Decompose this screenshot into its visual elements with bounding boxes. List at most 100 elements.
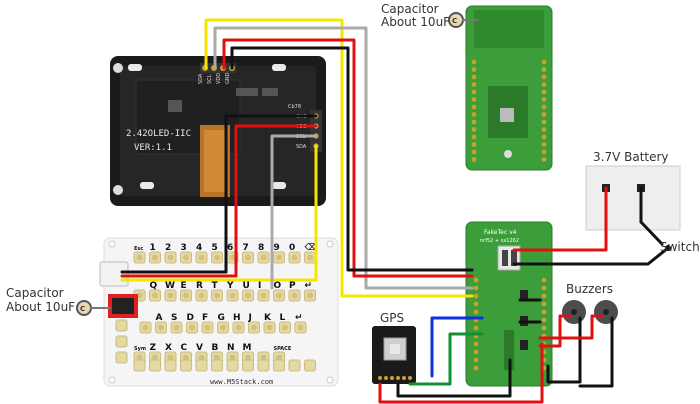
- pin: [473, 325, 479, 331]
- keyboard-key-label: R: [196, 281, 203, 291]
- switch-label: Switch: [660, 240, 700, 254]
- pin: [473, 293, 479, 299]
- keyboard-key-button: [266, 324, 273, 331]
- keyboard-key-label: I: [258, 281, 261, 291]
- keyboard-key-cap: [211, 359, 223, 372]
- pin: [473, 341, 479, 347]
- wire-yellow-sda-top: [204, 18, 474, 298]
- pin: [471, 67, 477, 72]
- keyboard-key: ↵: [294, 313, 307, 334]
- keyboard-key-cap: [304, 359, 316, 372]
- keyboard-key-cap: [149, 359, 161, 372]
- pin: [541, 112, 547, 117]
- keyboard-key-label: ⌫: [304, 243, 318, 253]
- pin: [473, 301, 479, 307]
- pin: [473, 357, 479, 363]
- keyboard-key-label: ↵: [305, 281, 313, 291]
- keyboard-key-button: [167, 354, 174, 361]
- keyboard-key-cap: [226, 359, 239, 372]
- keyboard-key-button: [260, 254, 267, 261]
- wire-black-gnd-top: [230, 46, 474, 272]
- pin: [541, 59, 547, 65]
- keyboard-key-button: [183, 254, 189, 261]
- keyboard-key-label: B: [212, 343, 219, 353]
- oled-top-pin-vdd: VDD: [216, 73, 222, 84]
- oled-side-pin-sda: SDA: [296, 144, 307, 150]
- keyboard-key: 7: [242, 243, 254, 264]
- battery-label: 3.7V Battery: [593, 150, 669, 164]
- wire-gray-scl-keyboard: [270, 134, 318, 290]
- pin: [541, 149, 547, 155]
- keyboard-key-button: [183, 292, 189, 299]
- buzzer-1: [562, 300, 586, 324]
- keyboard-key-button: [214, 254, 220, 261]
- keyboard-key-button: [167, 292, 174, 299]
- capacitor-top-label-line1: Capacitor: [381, 2, 439, 16]
- keyboard-key-button: [291, 254, 298, 261]
- wire-gps-black: [396, 358, 512, 398]
- keyboard-key-label: U: [243, 281, 250, 291]
- keyboard-key-button: [136, 254, 143, 261]
- keyboard-key-button: [307, 292, 313, 299]
- keyboard-key-label: 5: [212, 243, 218, 253]
- pin: [471, 97, 477, 102]
- keyboard-key-cap: [180, 359, 192, 372]
- keyboard-key-button: [214, 292, 220, 299]
- keyboard-key: ↵: [304, 281, 316, 302]
- pin: [541, 325, 547, 331]
- keyboard-key-label: S: [171, 313, 177, 323]
- keyboard-key-label: 8: [258, 243, 264, 253]
- keyboard-side-button: [115, 319, 128, 332]
- wire-gps-green: [408, 332, 484, 386]
- wire-yellow-sda-keyboard: [120, 144, 318, 282]
- wires: [90, 18, 670, 404]
- keyboard-key-label: Sym: [134, 346, 146, 352]
- wire-black-gnd-keyboard: [120, 114, 318, 274]
- wire-gps-blue: [430, 316, 484, 378]
- wire-switch-lever: [639, 220, 664, 246]
- pin: [541, 97, 547, 102]
- keyboard-url: www.M5Stack.com: [210, 378, 273, 386]
- pin: [541, 119, 547, 125]
- oled-name: 2.42OLED-IIC: [126, 129, 191, 139]
- keyboard-key-button: [167, 254, 174, 261]
- keyboard-key-label: D: [187, 313, 194, 323]
- wire-battery-positive: [512, 186, 608, 252]
- keyboard-key-button: [198, 254, 205, 261]
- keyboard-key-label: N: [227, 343, 235, 353]
- pin: [471, 82, 477, 87]
- keyboard-key: T: [211, 281, 223, 302]
- keyboard-key-label: Z: [150, 343, 157, 353]
- pin: [471, 59, 477, 65]
- keyboard-key-label: H: [233, 313, 241, 323]
- keyboard-key-button: [189, 324, 195, 331]
- keyboard-key: I: [257, 281, 270, 302]
- keyboard-key-label: SPACE: [274, 346, 292, 352]
- pin: [541, 277, 547, 283]
- capacitor-left-label-line1: Capacitor: [6, 286, 64, 300]
- keyboard-key-button: [158, 324, 164, 331]
- pin: [473, 309, 479, 315]
- keyboard-key: 8: [257, 243, 270, 264]
- keyboard-key: 1: [149, 243, 161, 264]
- keyboard-key-label: K: [264, 313, 272, 323]
- svg-text:C: C: [80, 305, 85, 313]
- keyboard-key: S: [170, 313, 183, 334]
- keyboard-key-button: [297, 324, 304, 331]
- switch-terminal: [665, 245, 671, 251]
- keyboard-key-label: P: [289, 281, 296, 291]
- keyboard-key-cap: [257, 359, 270, 372]
- keyboard-key-button: [229, 354, 236, 361]
- oled-module: 2.42OLED-IIC VER:1.1 SDA SCL VDD GND GND…: [110, 56, 326, 206]
- pin: [471, 127, 477, 132]
- pin: [541, 301, 547, 307]
- keyboard-key: H: [232, 313, 245, 334]
- keyboard-key-button: [245, 292, 251, 299]
- gps-label: GPS: [380, 311, 404, 325]
- keyboard-key-label: 2: [165, 243, 171, 253]
- keyboard-key-label: 3: [181, 243, 187, 253]
- svg-text:C: C: [452, 17, 457, 25]
